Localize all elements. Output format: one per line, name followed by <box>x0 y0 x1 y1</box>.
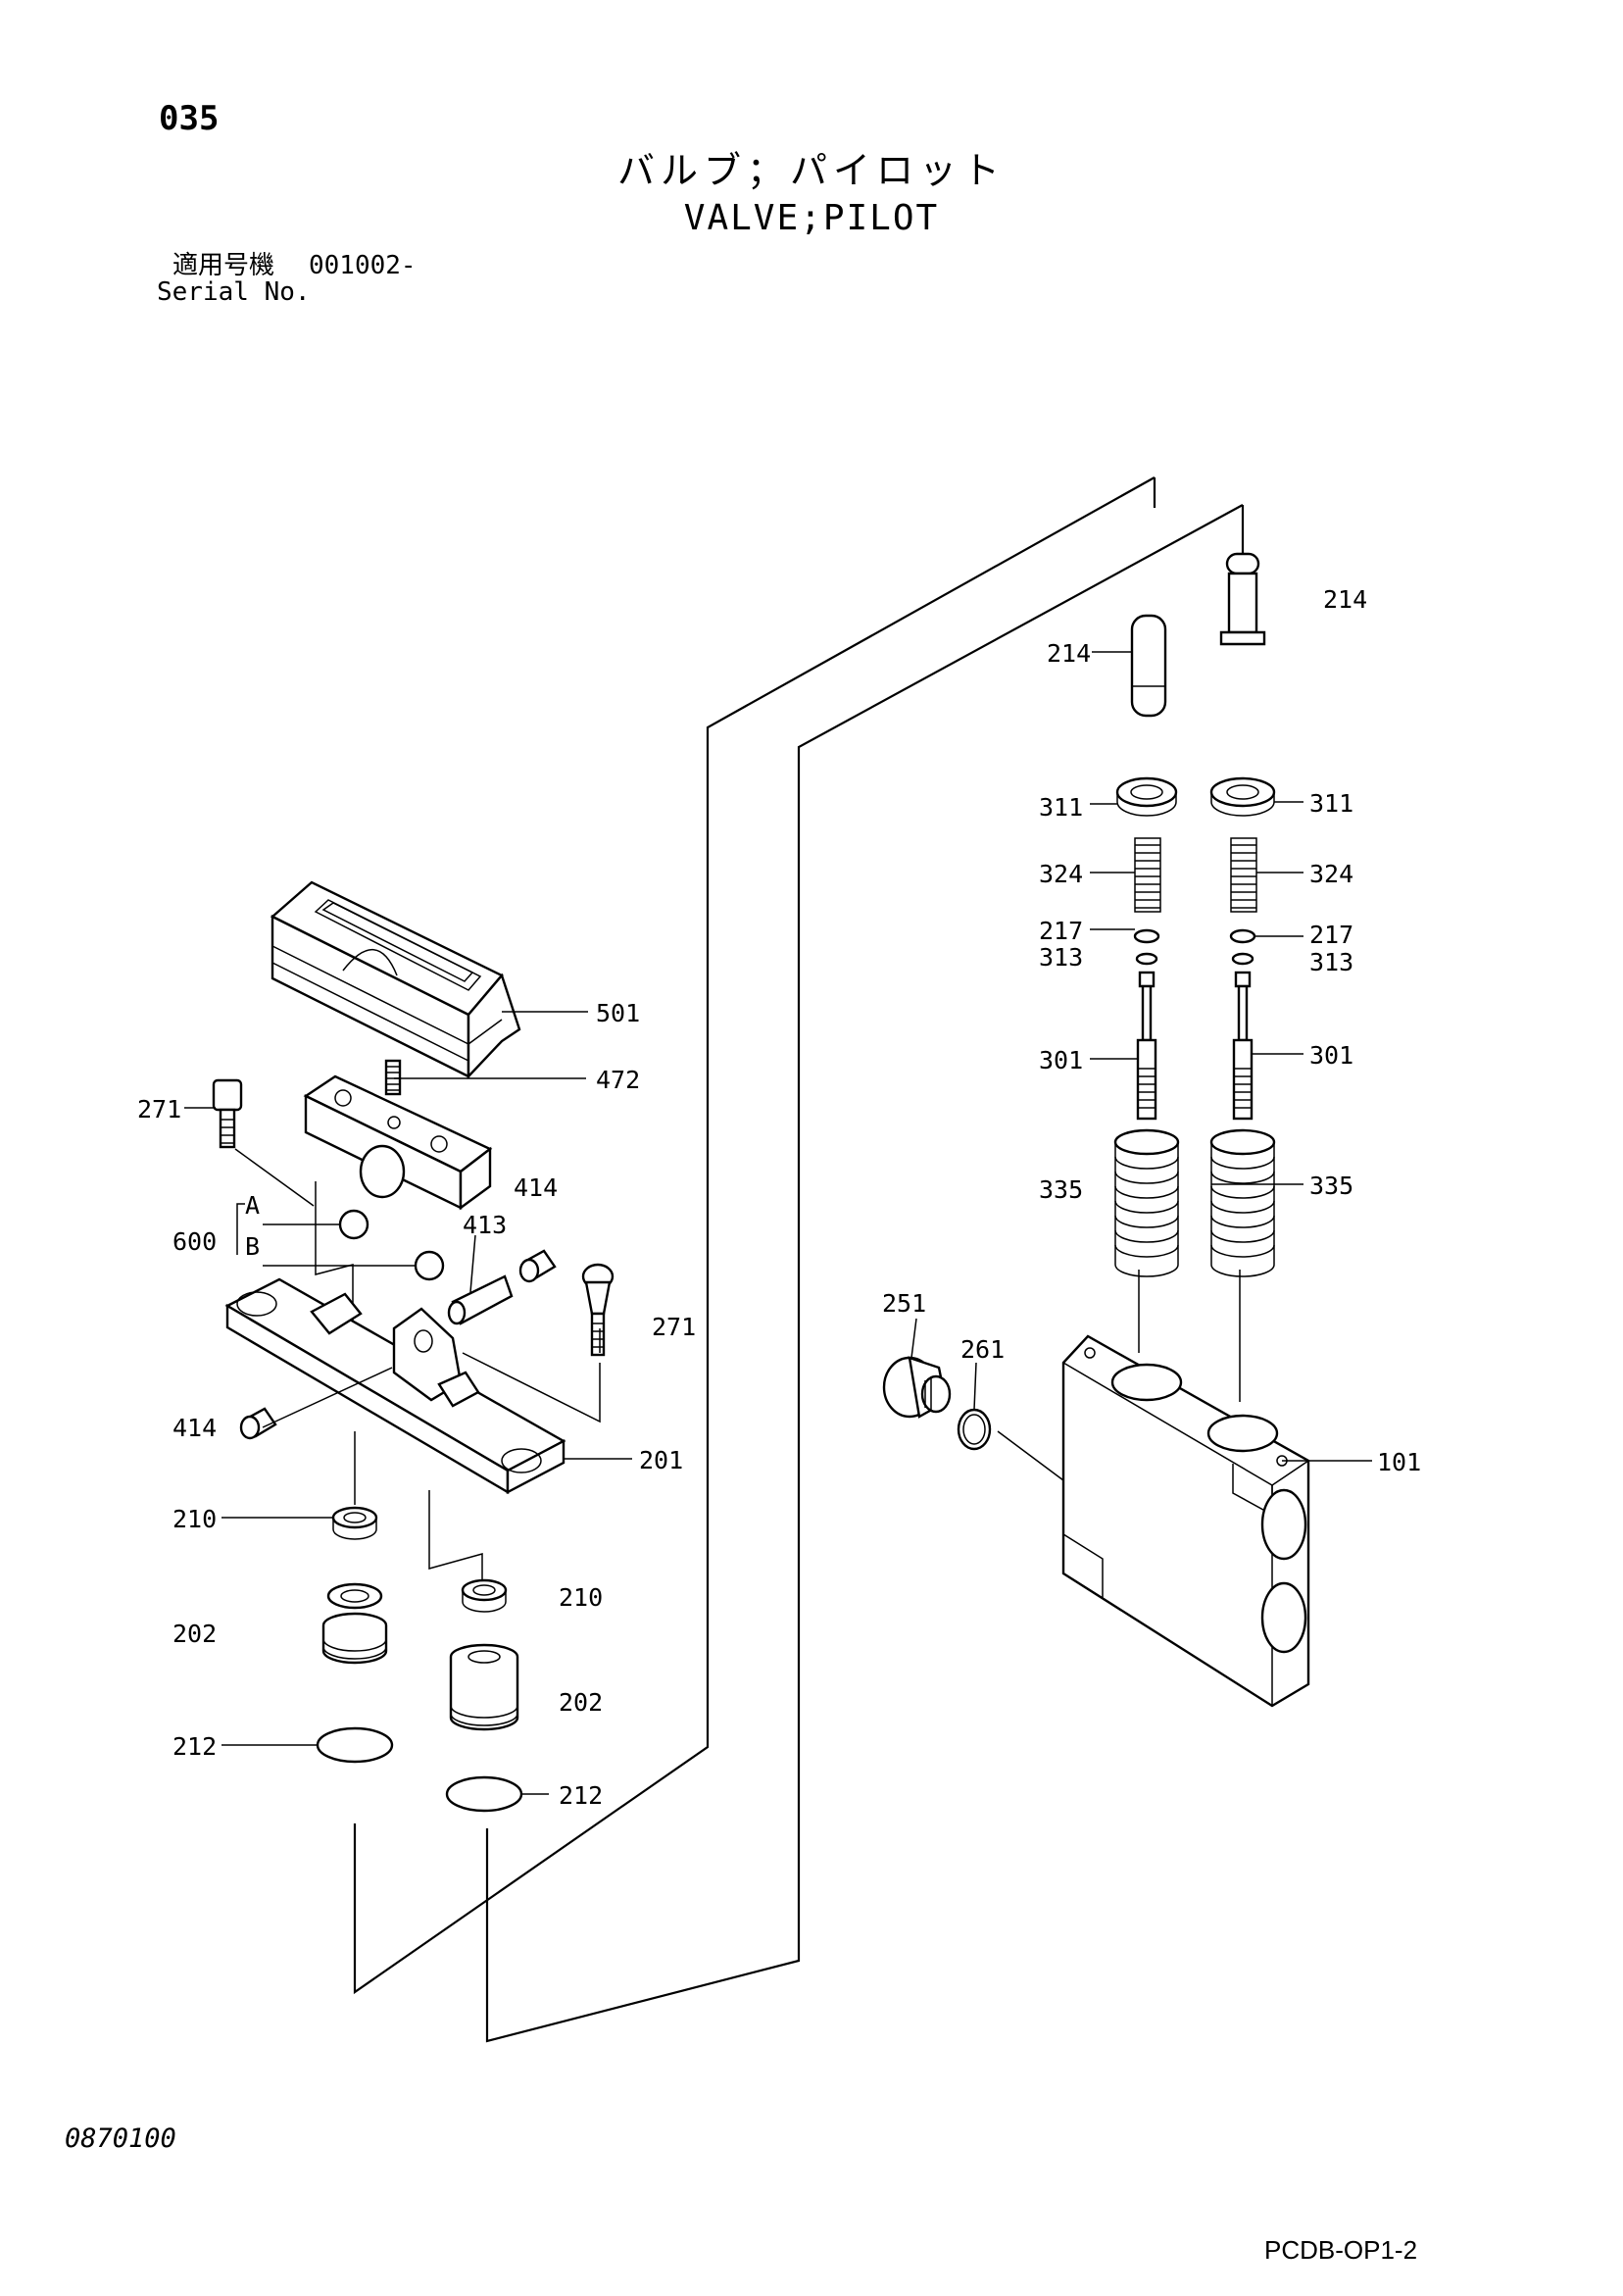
part-472-set-screw <box>384 1059 402 1096</box>
part-261-o-ring <box>957 1408 992 1451</box>
title-japanese: バルブ；パイロット <box>616 149 1006 192</box>
part-202-plug-right <box>449 1643 519 1731</box>
callout-217-right: 217 <box>1309 921 1353 949</box>
part-217-313-washers <box>1133 928 1256 966</box>
part-324-springs <box>1134 837 1257 913</box>
callout-324-right: 324 <box>1309 860 1353 888</box>
callout-251: 251 <box>882 1289 926 1318</box>
serial-label-english: Serial No. <box>157 277 311 307</box>
callout-210-left: 210 <box>172 1505 217 1533</box>
part-214-pushers <box>1130 552 1266 718</box>
callout-b: B <box>245 1232 260 1261</box>
callout-212-left: 212 <box>172 1732 217 1761</box>
title-english: VALVE;PILOT <box>683 198 940 238</box>
callout-313-left: 313 <box>1039 943 1083 972</box>
callout-301-right: 301 <box>1309 1041 1353 1070</box>
part-cam-plate <box>303 1074 493 1211</box>
part-202-plug-left <box>321 1582 388 1665</box>
callout-600: 600 <box>172 1227 217 1256</box>
callout-labels: 501 472 271 414 A 600 B 413 271 414 201 … <box>137 585 1421 1810</box>
callout-271-left: 271 <box>137 1095 181 1123</box>
leader-lines <box>184 651 1372 1795</box>
part-301-spools <box>1136 971 1254 1121</box>
callout-311-left: 311 <box>1039 793 1083 822</box>
callout-214-right: 214 <box>1323 585 1367 614</box>
part-251-plug <box>882 1356 952 1419</box>
callout-501: 501 <box>596 999 640 1027</box>
serial-label-japanese: 適用号機 <box>172 251 275 280</box>
document-code: 0870100 <box>65 2123 176 2154</box>
part-600-balls <box>338 1209 445 1281</box>
part-414-bush-right <box>518 1249 557 1283</box>
part-212-o-rings <box>316 1726 523 1813</box>
page-code: PCDB-OP1-2 <box>1264 2235 1418 2265</box>
part-414-bush-left <box>239 1407 277 1440</box>
part-335-return-springs <box>1113 1128 1276 1277</box>
part-210-seal-left <box>331 1506 378 1540</box>
part-413-pin <box>447 1274 514 1325</box>
callout-271-right: 271 <box>652 1313 696 1341</box>
callout-212-right: 212 <box>559 1781 603 1810</box>
callout-414-bottom: 414 <box>172 1414 217 1442</box>
callout-101: 101 <box>1377 1448 1421 1476</box>
assembly-guide-lines <box>315 476 1245 2043</box>
callout-217-left: 217 <box>1039 917 1083 945</box>
callout-261: 261 <box>960 1335 1005 1364</box>
part-271-bolt-left <box>212 1078 243 1149</box>
callout-335-left: 335 <box>1039 1175 1083 1204</box>
bracket-600 <box>236 1203 245 1255</box>
callout-210-right: 210 <box>559 1583 603 1612</box>
callout-311-right: 311 <box>1309 789 1353 818</box>
callout-335-right: 335 <box>1309 1172 1353 1200</box>
callout-324-left: 324 <box>1039 860 1083 888</box>
callout-313-right: 313 <box>1309 948 1353 976</box>
callout-214-left: 214 <box>1047 639 1091 668</box>
callout-413: 413 <box>463 1211 507 1239</box>
callout-202-left: 202 <box>172 1620 217 1648</box>
callout-202-right: 202 <box>559 1688 603 1717</box>
callout-414-top: 414 <box>514 1173 558 1202</box>
callout-301-left: 301 <box>1039 1046 1083 1074</box>
part-501-grip-cover <box>270 880 521 1080</box>
part-271-bolt-right <box>581 1263 615 1357</box>
callout-a: A <box>245 1191 260 1220</box>
callout-472: 472 <box>596 1066 640 1094</box>
part-311-spring-seats <box>1115 776 1276 817</box>
part-210-seal-right <box>461 1578 508 1613</box>
callout-201: 201 <box>639 1446 683 1474</box>
serial-number-range: 001002- <box>309 251 417 280</box>
part-101-casing <box>1061 1334 1310 1708</box>
part-201-plate <box>224 1277 566 1495</box>
page-number: 035 <box>159 99 220 138</box>
